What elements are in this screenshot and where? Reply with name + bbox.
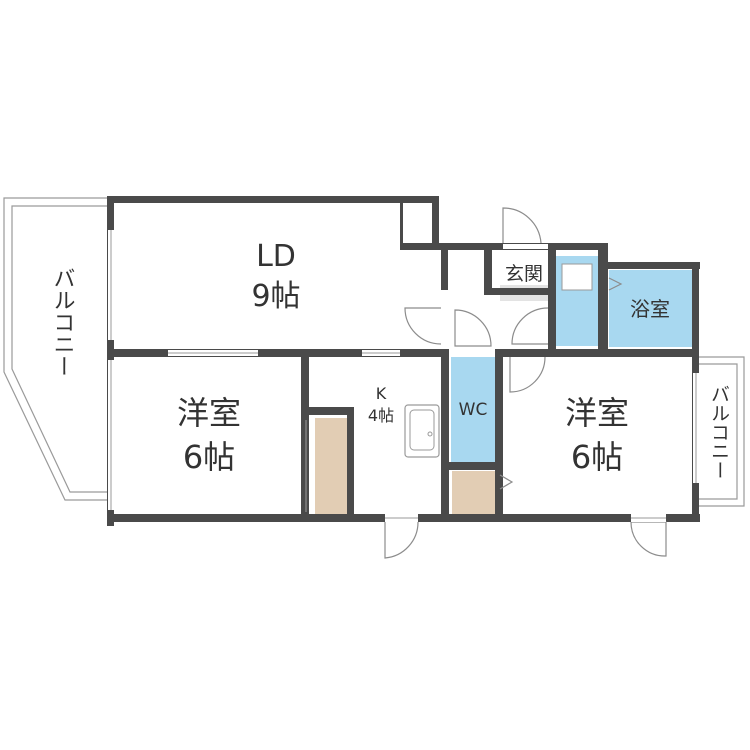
balcony-left-label: バルコニー (50, 267, 75, 377)
doors (305, 207, 667, 559)
kitchen-sink (404, 404, 440, 458)
ld-room-size: 9帖 (251, 279, 300, 314)
kitchen-name: K (376, 384, 387, 403)
western-right-size: 6帖 (571, 438, 623, 476)
western-left-name: 洋室 (177, 394, 241, 432)
walls (107, 196, 700, 526)
windows (108, 230, 699, 510)
closet-right (452, 471, 496, 514)
wc-room (451, 357, 495, 462)
western-left-size: 6帖 (183, 438, 235, 476)
wc-label: WC (459, 400, 488, 420)
balcony-right-label: バルコニー (708, 385, 730, 480)
washbasin (561, 263, 593, 291)
kitchen-size: 4帖 (368, 406, 394, 425)
balcony-right (694, 356, 745, 507)
bath-label: 浴室 (630, 297, 670, 321)
balcony-left (3, 197, 108, 501)
bath-room (609, 270, 692, 347)
ld-room-name: LD (256, 239, 296, 274)
closet-left (315, 418, 347, 514)
entrance-label: 玄関 (505, 263, 543, 285)
western-right-name: 洋室 (565, 394, 629, 432)
